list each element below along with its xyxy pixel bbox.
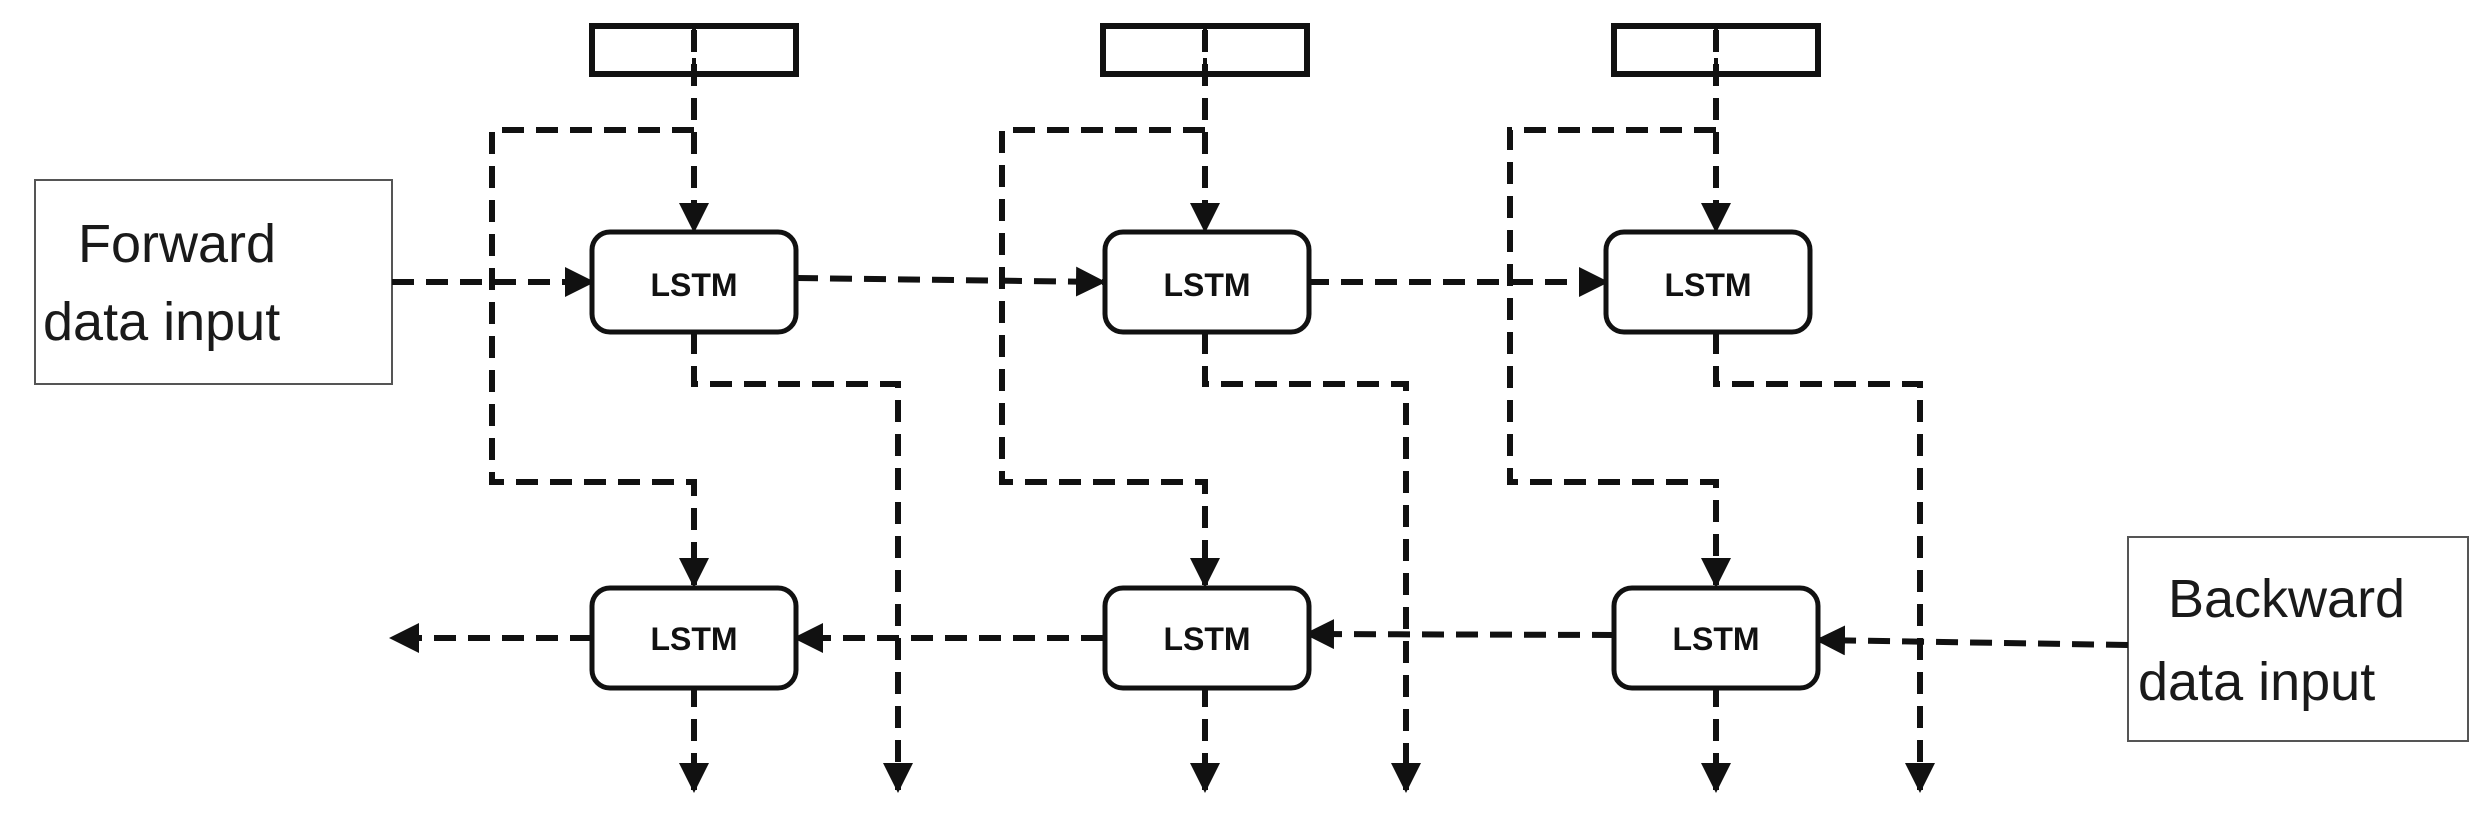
forward-data-input-box: Forward data input xyxy=(34,179,393,385)
lstm-label: LSTM xyxy=(1163,621,1250,657)
forward-input-label-line1: Forward xyxy=(78,214,276,274)
backward-input-label-line2: data input xyxy=(2138,652,2375,712)
backward-lstm-3-to-2 xyxy=(1304,619,1615,650)
backward-lstm-cell-1: LSTM xyxy=(589,585,799,691)
lstm-label: LSTM xyxy=(1163,267,1250,303)
backward-input-label-line1: Backward xyxy=(2168,569,2405,629)
forward-lstm-cell-2: LSTM xyxy=(1102,229,1312,335)
forward-lstm-1-to-2 xyxy=(795,266,1106,297)
forward-input-label-line2: data input xyxy=(43,292,280,352)
forward-lstm-cell-3: LSTM xyxy=(1603,229,1813,335)
backward-lstm-cell-2: LSTM xyxy=(1102,585,1312,691)
input-to-backward-lstm-3 xyxy=(1507,127,1731,588)
lstm-label: LSTM xyxy=(1664,267,1751,303)
connections xyxy=(389,30,2129,793)
backward-input-to-lstm-3 xyxy=(1815,625,2129,656)
lstm-label: LSTM xyxy=(650,267,737,303)
forward-lstm-cell-1: LSTM xyxy=(589,229,799,335)
backward-lstm-cell-3: LSTM xyxy=(1611,585,1821,691)
backward-data-input-box: Backward data input xyxy=(2127,536,2469,742)
forward-lstm-2-output xyxy=(1202,332,1421,793)
input-to-backward-lstm-2 xyxy=(999,127,1220,588)
forward-lstm-3-output xyxy=(1713,332,1935,793)
lstm-label: LSTM xyxy=(650,621,737,657)
forward-lstm-1-output xyxy=(691,332,913,793)
lstm-label: LSTM xyxy=(1672,621,1759,657)
input-to-backward-lstm-1 xyxy=(489,127,709,588)
